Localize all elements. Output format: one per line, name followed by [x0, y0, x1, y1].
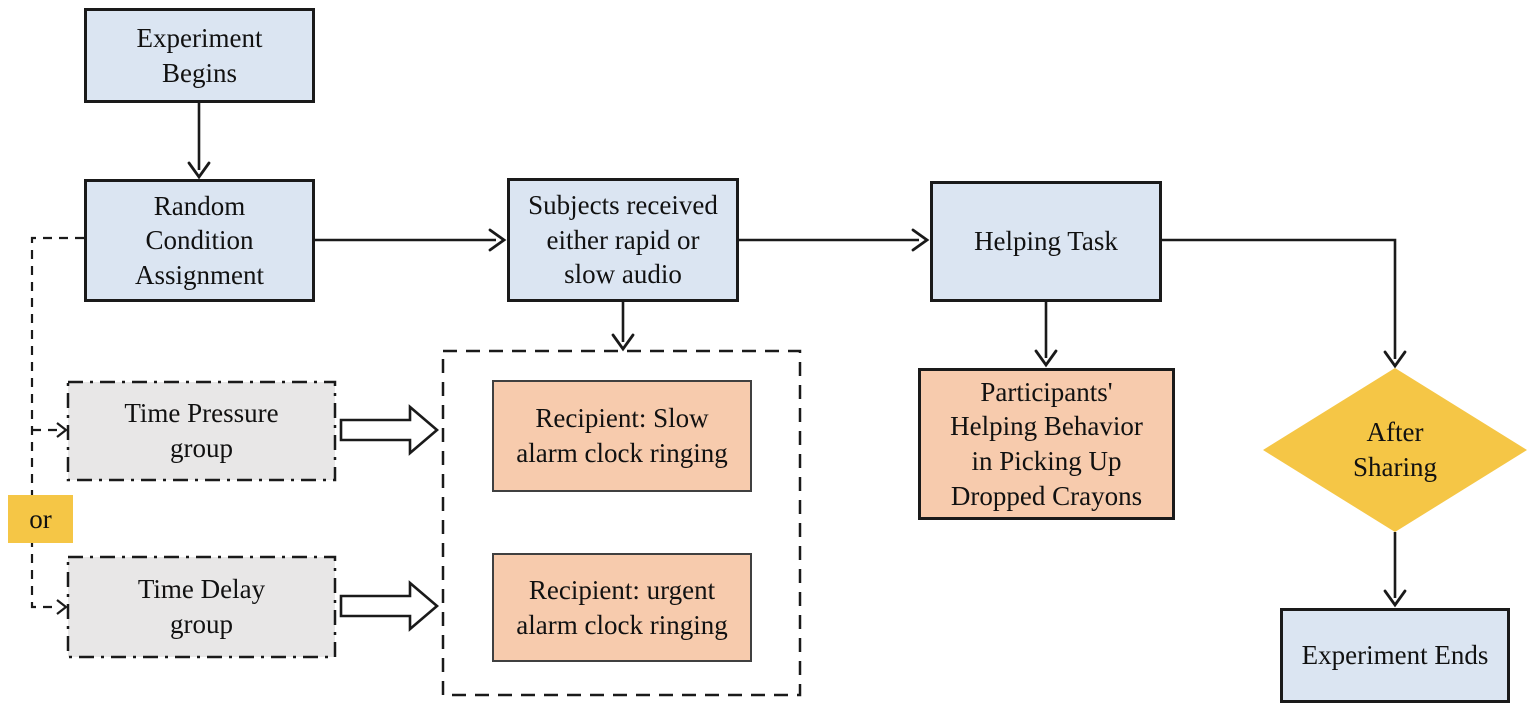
arrowhead-helping-to-diamond [1383, 350, 1407, 369]
arrowhead-subjects-to-container [611, 333, 635, 352]
node-experiment-ends: Experiment Ends [1280, 608, 1510, 703]
node-helping-task: Helping Task [930, 181, 1162, 302]
time-pressure-box-shape [66, 380, 337, 482]
node-after-sharing-label: After Sharing [1353, 417, 1437, 482]
time-delay-box-shape [66, 555, 337, 659]
node-experiment-begins: Experiment Begins [84, 8, 315, 103]
node-time-pressure-group: Time Pressure group [124, 398, 279, 463]
arrowhead-subjects-to-helping [911, 228, 930, 252]
recipients-container [441, 349, 802, 697]
dashed-connector-line [30, 236, 84, 609]
block-arrow-time-delay [339, 580, 440, 632]
block-arrow-time-pressure [339, 404, 440, 456]
arrowhead-begins-to-random [187, 161, 211, 180]
after-sharing-diamond [1263, 368, 1527, 532]
node-subjects-received: Subjects received either rapid or slow a… [507, 178, 739, 302]
dashed-arrowhead-time-pressure [56, 422, 68, 438]
arrow-helping-to-diamond [1162, 238, 1397, 359]
arrowhead-random-to-subjects [488, 228, 507, 252]
node-recipient-urgent: Recipient: urgent alarm clock ringing [492, 553, 752, 662]
dashed-arrowhead-time-delay [56, 599, 68, 615]
node-recipient-slow: Recipient: Slow alarm clock ringing [492, 380, 752, 492]
node-or-connector: or [8, 495, 73, 543]
arrowhead-helping-to-participants [1034, 349, 1058, 368]
node-random-condition-assignment: Random Condition Assignment [84, 179, 315, 302]
arrowhead-diamond-to-ends [1383, 589, 1407, 608]
node-participants-behavior: Participants' Helping Behavior in Pickin… [918, 368, 1175, 520]
node-time-delay-group: Time Delay group [137, 574, 266, 639]
